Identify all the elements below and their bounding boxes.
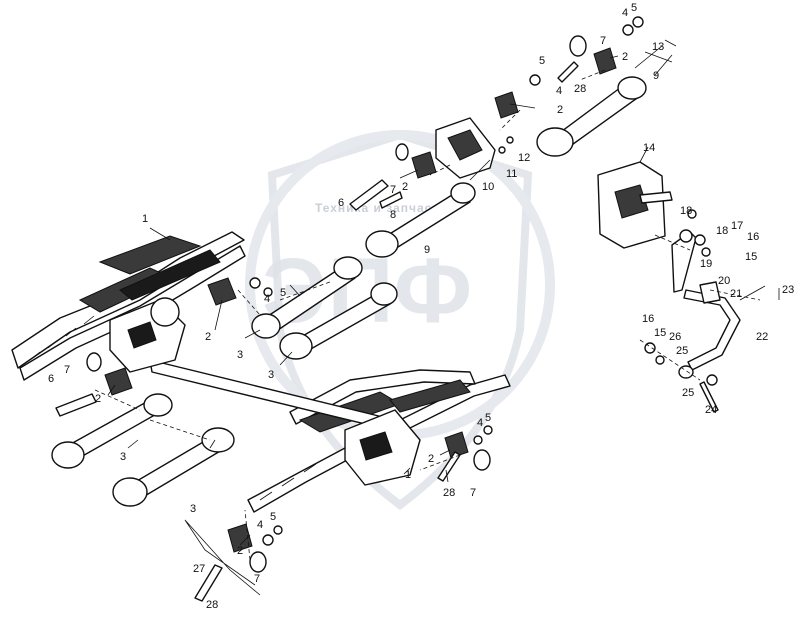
- callout-5: 5: [631, 2, 637, 14]
- callout-4: 4: [622, 7, 628, 19]
- callout-5: 5: [539, 55, 545, 67]
- callout-22: 22: [756, 331, 768, 343]
- callout-18: 18: [680, 205, 692, 217]
- callout-4: 4: [556, 85, 562, 97]
- callout-4: 4: [477, 417, 483, 429]
- callout-13: 13: [652, 41, 664, 53]
- watermark-subtitle: Техника и запчасти: [315, 201, 448, 215]
- callout-14: 14: [643, 142, 655, 154]
- callout-25: 25: [682, 387, 694, 399]
- callout-28: 28: [443, 487, 455, 499]
- callout-12: 12: [518, 152, 530, 164]
- callout-2: 2: [402, 181, 408, 193]
- callout-5: 5: [485, 412, 491, 424]
- callout-3: 3: [237, 349, 243, 361]
- callout-1: 1: [405, 469, 411, 481]
- callout-7: 7: [470, 487, 476, 499]
- callout-5: 5: [270, 511, 276, 523]
- callout-7: 7: [600, 35, 606, 47]
- callout-7: 7: [390, 184, 396, 196]
- callout-7: 7: [254, 573, 260, 585]
- callout-20: 20: [718, 275, 730, 287]
- callout-2: 2: [557, 104, 563, 116]
- callout-2: 2: [205, 331, 211, 343]
- reaction-rods: [51, 256, 398, 507]
- callout-4: 4: [264, 293, 270, 305]
- watermark-letters: ЭПФ: [262, 240, 472, 342]
- callout-3: 3: [120, 451, 126, 463]
- callout-15: 15: [745, 251, 757, 263]
- callout-3: 3: [190, 503, 196, 515]
- upper-rods: [365, 76, 647, 258]
- callout-23: 23: [782, 284, 794, 296]
- callout-7: 7: [64, 364, 70, 376]
- callout-1: 1: [142, 213, 148, 225]
- callout-25: 25: [676, 345, 688, 357]
- callout-17: 17: [731, 220, 743, 232]
- callout-3: 3: [268, 369, 274, 381]
- callout-5: 5: [280, 287, 286, 299]
- group-brackets: [644, 51, 780, 300]
- upper-bracket: [435, 117, 514, 179]
- callout-18: 18: [716, 225, 728, 237]
- leader-lines: [107, 39, 766, 596]
- callout-26: 26: [669, 331, 681, 343]
- callout-9: 9: [424, 244, 430, 256]
- callout-10: 10: [482, 181, 494, 193]
- balance-axle: [109, 297, 421, 486]
- callout-15: 15: [654, 327, 666, 339]
- assembly-lines: [94, 69, 761, 561]
- callout-4: 4: [257, 519, 263, 531]
- callout-2: 2: [428, 453, 434, 465]
- callout-11: 11: [506, 168, 517, 180]
- fasteners: [55, 16, 644, 602]
- callout-labels: 1 1 2 2 2 2 2 2 2 3 3 3 3 4 4 4 4 4 5 5 …: [48, 2, 794, 611]
- callout-19: 19: [700, 258, 712, 270]
- callout-2: 2: [622, 51, 628, 63]
- callout-9: 9: [653, 70, 659, 82]
- callout-6: 6: [48, 373, 54, 385]
- callout-2: 2: [237, 545, 243, 557]
- callout-27: 27: [193, 563, 205, 575]
- callout-21: 21: [730, 288, 742, 300]
- callout-16: 16: [747, 231, 759, 243]
- callout-8: 8: [390, 209, 396, 221]
- callout-28: 28: [206, 599, 218, 611]
- callout-28: 28: [574, 83, 586, 95]
- callout-6: 6: [338, 197, 344, 209]
- callout-2: 2: [95, 393, 101, 405]
- callout-16: 16: [642, 313, 654, 325]
- stabilizer-assembly: [597, 161, 741, 413]
- callout-24: 24: [705, 404, 717, 416]
